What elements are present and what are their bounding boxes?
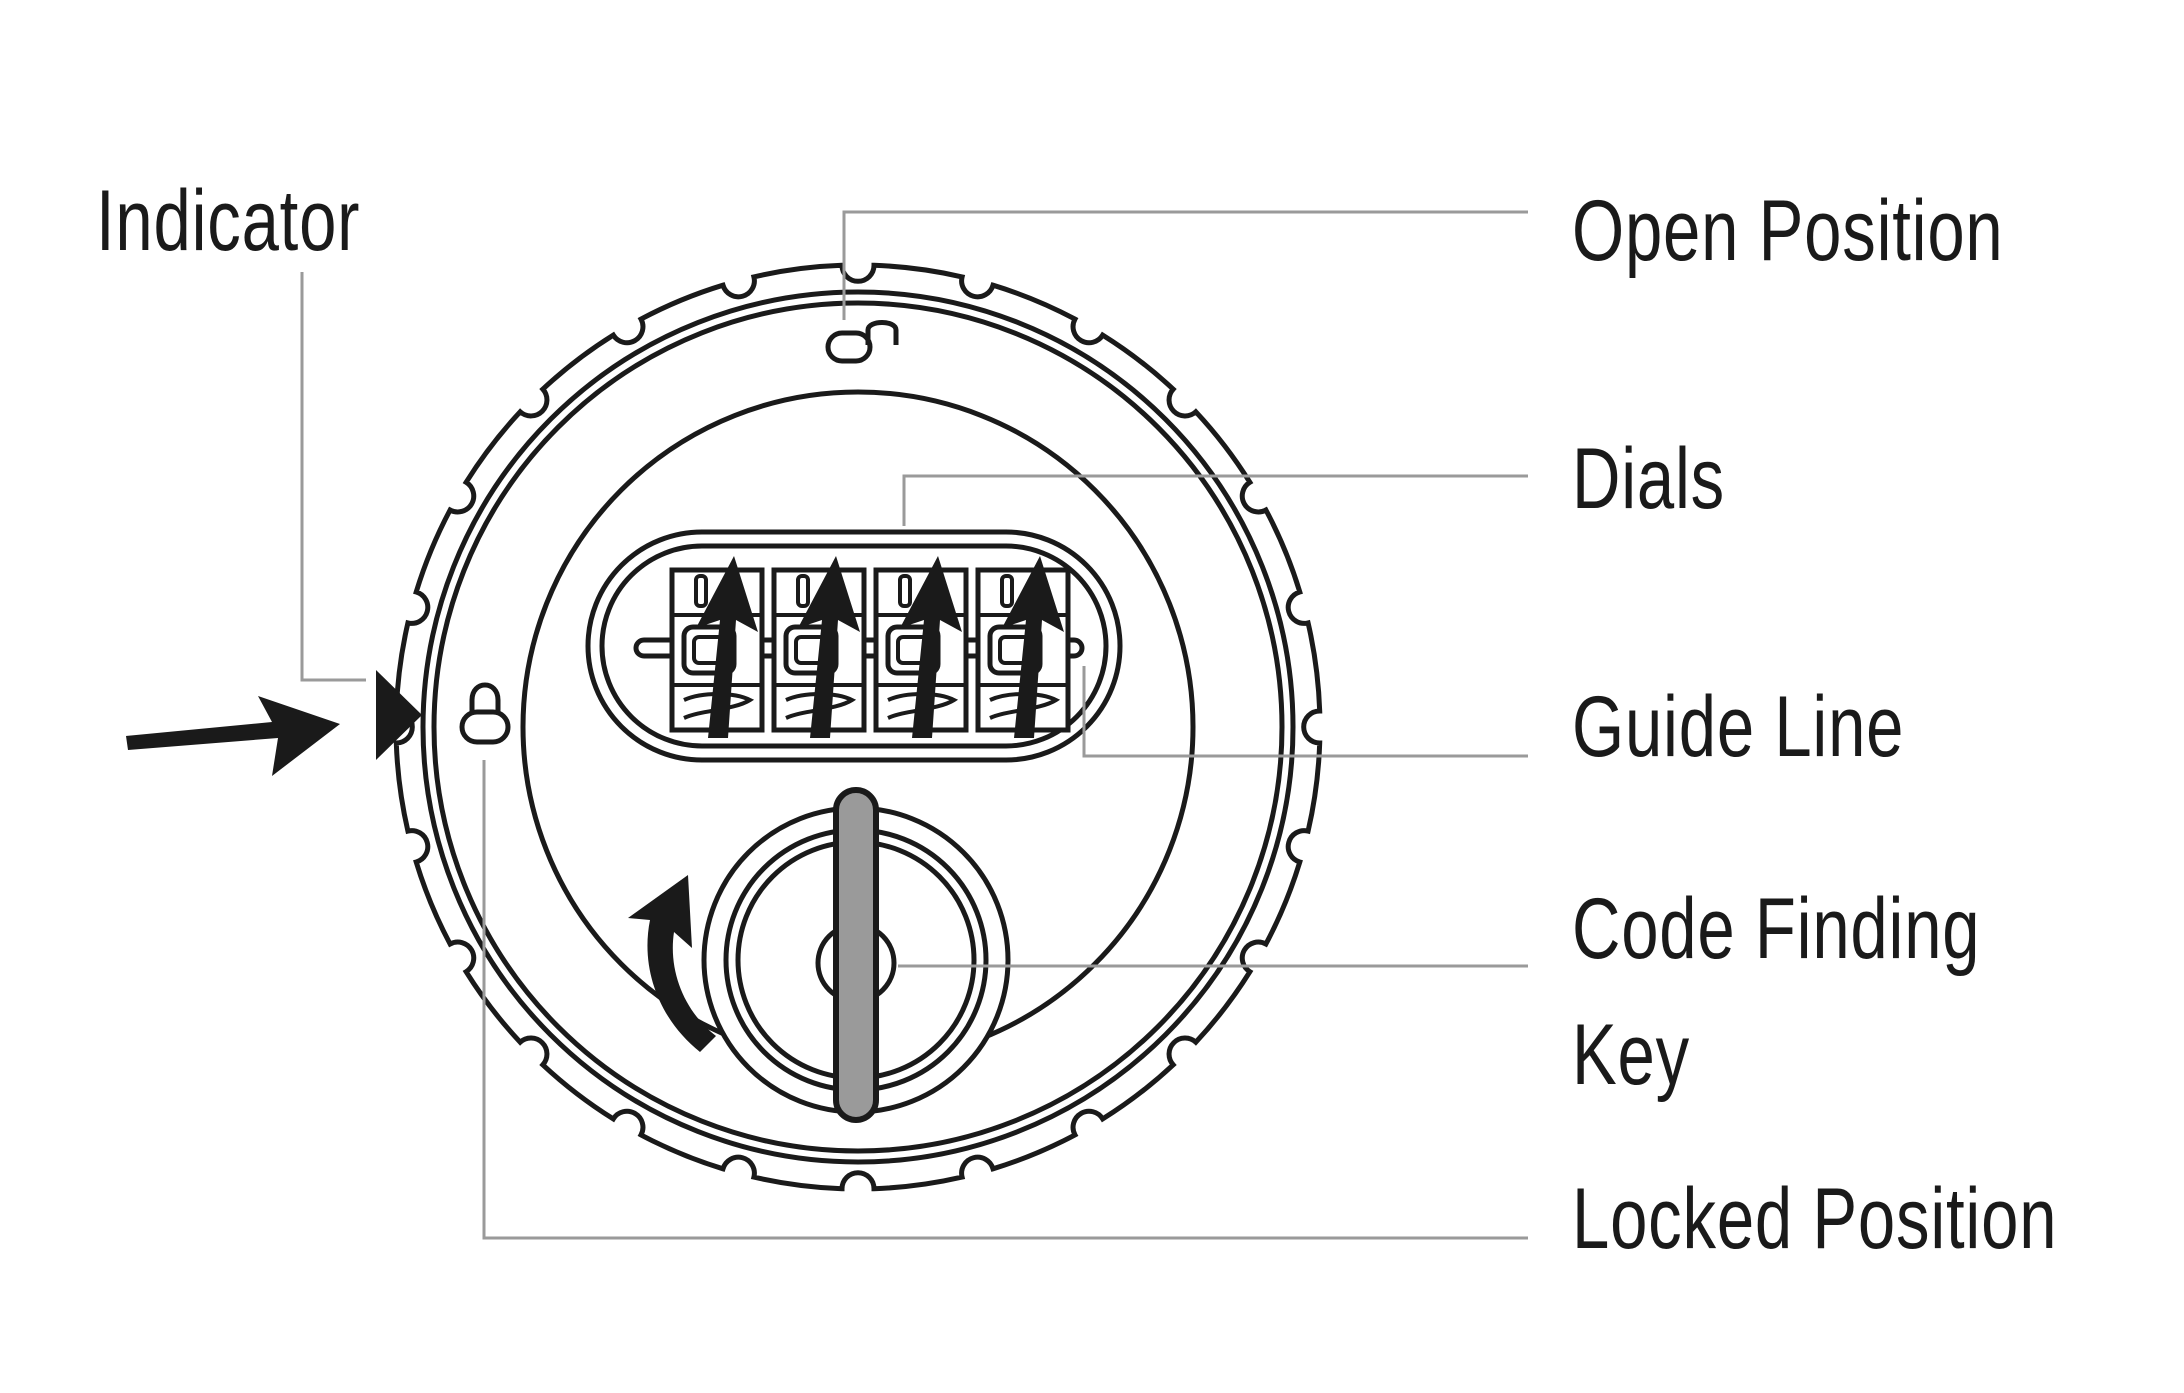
dial-3-digit-top	[898, 574, 912, 608]
label-open-position: Open Position	[1572, 183, 2004, 279]
dial-4-digit-top	[1000, 574, 1014, 608]
dial-3-digit-bottom	[887, 692, 959, 720]
inner-rim	[420, 289, 1296, 1165]
label-guide-line: Guide Line	[1572, 679, 1905, 775]
label-dials: Dials	[1572, 431, 1726, 527]
rotate-arrow-icon	[628, 875, 716, 1052]
indicator-triangle-icon	[376, 670, 422, 760]
dial-4-digit-bottom	[989, 692, 1061, 720]
dial-1-digit-top	[694, 574, 708, 608]
open-padlock-icon	[825, 320, 899, 364]
inner-rim-second	[431, 300, 1285, 1154]
pointer-arrow-icon	[126, 696, 340, 776]
dial-1-arrow-icon	[696, 556, 758, 738]
dial-2-digit-bottom	[785, 692, 857, 720]
label-code-finding-key-line2: Key	[1572, 1007, 1690, 1103]
leader-lines	[300, 210, 1528, 1240]
leader-guide-line	[1082, 666, 1528, 758]
closed-padlock-icon	[459, 682, 511, 745]
dial-3-arrow-icon	[900, 556, 962, 738]
dial-1-digit-bottom	[683, 692, 755, 720]
dials-group	[633, 556, 1085, 738]
leader-locked-position	[482, 760, 1528, 1240]
label-indicator: Indicator	[96, 173, 361, 269]
label-locked-position: Locked Position	[1572, 1171, 2058, 1267]
label-code-finding-key-line1: Code Finding	[1572, 881, 1981, 977]
leader-open-position	[842, 210, 1528, 320]
code-finding-key	[833, 787, 879, 1123]
leader-indicator	[300, 272, 366, 682]
dial-4-arrow-icon	[1002, 556, 1064, 738]
dial-2-digit-top	[796, 574, 810, 608]
leader-dials	[902, 474, 1528, 526]
dial-2-arrow-icon	[798, 556, 860, 738]
